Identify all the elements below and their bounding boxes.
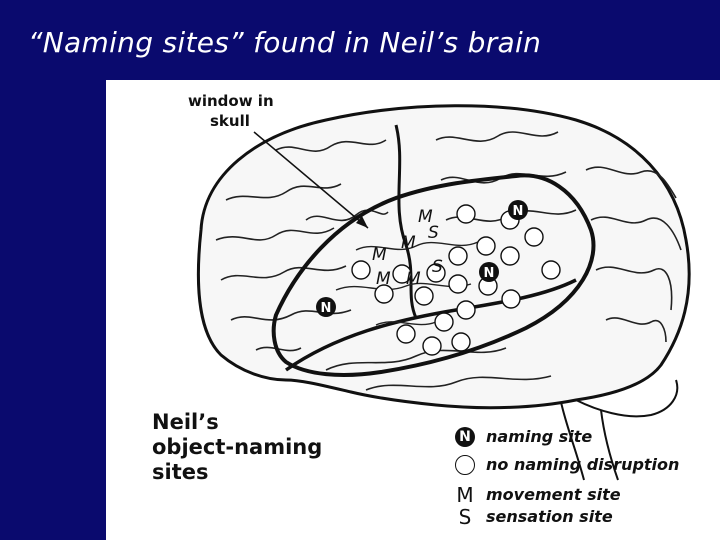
annotation-arrow xyxy=(253,131,369,229)
legend-label: no naming disruption xyxy=(486,455,680,474)
site-circle xyxy=(396,324,416,344)
open-circle-icon xyxy=(454,454,476,476)
legend-label: naming site xyxy=(486,427,593,446)
slide-title: “Naming sites” found in Neil’s brain xyxy=(28,26,542,59)
figure-caption: Neil’s object-naming sites xyxy=(152,410,322,485)
site-circle xyxy=(448,274,468,294)
naming-site-letter: N xyxy=(321,301,332,316)
site-circle xyxy=(422,336,442,356)
site-circle xyxy=(351,260,371,280)
naming-site-marker xyxy=(316,297,336,317)
naming-site-symbol: N xyxy=(455,427,475,447)
naming-site-icon: N xyxy=(454,426,476,448)
caption-line: object-naming xyxy=(152,435,323,459)
site-circle xyxy=(500,246,520,266)
site-circle xyxy=(426,263,446,283)
brain-stem-outline xyxy=(560,401,619,481)
central-sulcus xyxy=(394,124,418,319)
site-circle xyxy=(392,264,412,284)
sylvian-fissure xyxy=(284,278,577,372)
sensation-site-letter: S xyxy=(432,257,443,277)
site-circle xyxy=(451,332,471,352)
legend-row-movement: M movement site xyxy=(454,483,720,507)
site-circle xyxy=(414,286,434,306)
caption-line: sites xyxy=(152,460,209,484)
legend-row-no-disruption: no naming disruption xyxy=(454,454,720,476)
movement-site-letter: M xyxy=(372,245,387,265)
sensation-site-symbol: S xyxy=(458,505,472,529)
movement-site-letter: M xyxy=(406,269,421,289)
brain-illustration: window in skull xyxy=(188,92,691,481)
movement-site-letter: M xyxy=(418,207,433,227)
site-circle xyxy=(434,312,454,332)
annotation-arrowhead xyxy=(356,216,368,228)
site-circle xyxy=(541,260,561,280)
caption-line: Neil’s xyxy=(152,410,219,434)
legend-label: movement site xyxy=(486,485,621,504)
legend-label: sensation site xyxy=(486,507,613,526)
site-circle xyxy=(456,300,476,320)
movement-site-letter: M xyxy=(401,233,416,253)
site-circle xyxy=(374,284,394,304)
naming-site-letter: N xyxy=(484,266,495,281)
movement-site-letter: M xyxy=(376,269,391,289)
annotation-line-2: skull xyxy=(210,112,250,130)
site-circle xyxy=(456,204,476,224)
annotation-line-1: window in xyxy=(188,92,274,110)
naming-site-letter: N xyxy=(513,204,524,219)
site-circle xyxy=(524,227,544,247)
site-circle xyxy=(501,289,521,309)
movement-site-symbol: M xyxy=(456,483,474,507)
brain-outline xyxy=(196,104,691,410)
site-circle xyxy=(448,246,468,266)
naming-sites: N N N xyxy=(316,200,528,317)
site-circle xyxy=(476,236,496,256)
movement-sensation-sites: M M M M M S S xyxy=(372,207,443,289)
naming-site-marker xyxy=(479,262,499,282)
legend-row-sensation: S sensation site xyxy=(454,505,720,529)
no-disruption-sites xyxy=(351,204,561,356)
sensation-site-letter: S xyxy=(428,223,439,243)
legend-row-naming: N naming site xyxy=(454,426,720,448)
gyri-folds xyxy=(215,131,682,391)
cerebellum-outline xyxy=(575,379,679,418)
brain-figure: window in skull xyxy=(106,80,720,540)
naming-site-marker xyxy=(508,200,528,220)
skull-window-outline xyxy=(271,173,596,377)
